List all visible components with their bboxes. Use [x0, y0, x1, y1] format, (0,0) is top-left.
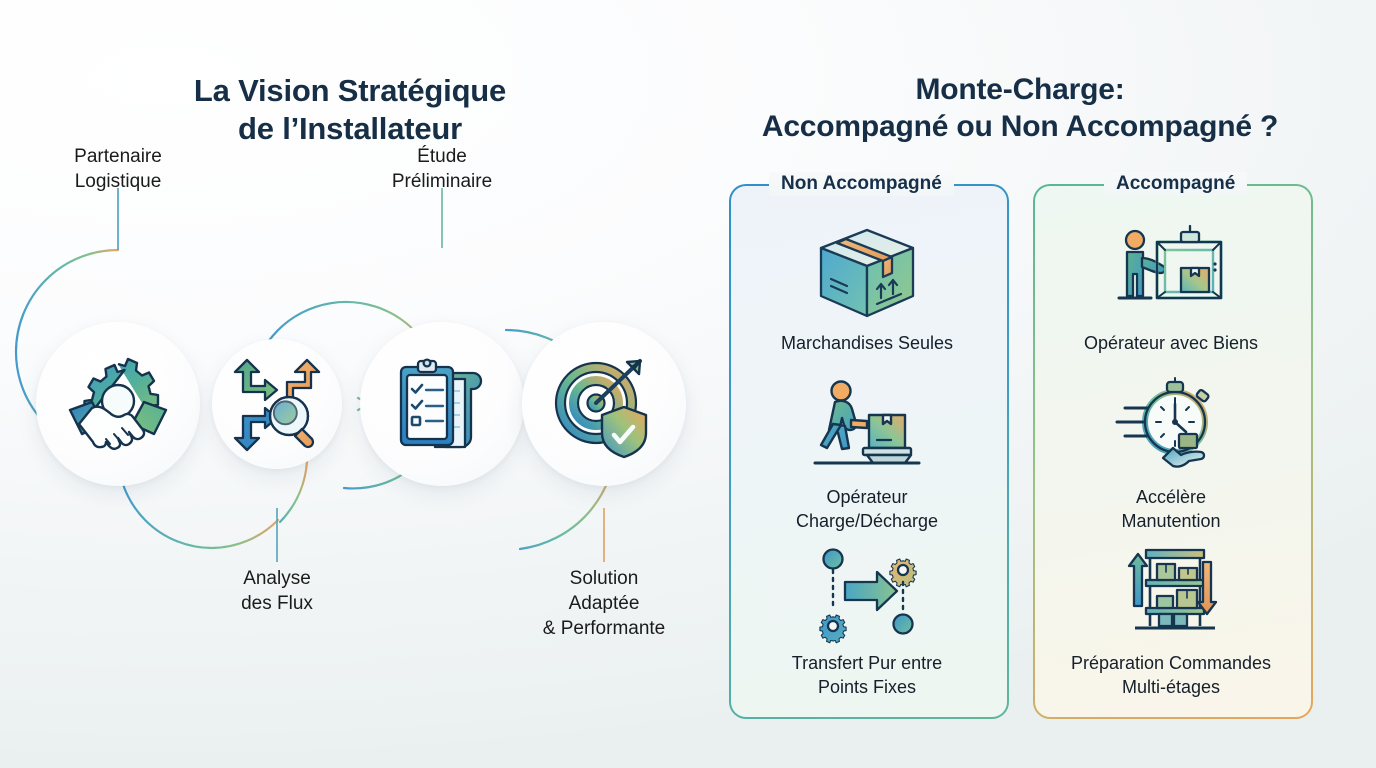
item-accelere-manutention[interactable]: Accélère Manutention: [1033, 376, 1309, 534]
flow-label-step-4-line1: Solution: [569, 568, 639, 589]
item-accelere-manutention-label: Accélère Manutention: [1121, 487, 1221, 531]
right-title-line1: Monte-Charge:: [915, 73, 1125, 106]
left-title-line2: de l’Installateur: [238, 110, 462, 146]
flow-node-etude-preliminaire[interactable]: [360, 322, 524, 486]
item-transfert-pur[interactable]: Transfert Pur entre Points Fixes: [729, 542, 1005, 700]
flow-node-analyse-des-flux[interactable]: [212, 339, 342, 469]
flow-label-step-1-line2: Logistique: [74, 171, 162, 193]
operator-pushing-box-icon: [811, 376, 923, 480]
operator-in-lift-icon: [1113, 222, 1229, 326]
flow-label-step-3-line2: Préliminaire: [391, 171, 493, 193]
right-section-title: Monte-Charge: Accompagné ou Non Accompag…: [700, 72, 1340, 145]
clipboard-blueprint-icon: [387, 351, 497, 457]
flow-label-step-2-line1: Analyse: [243, 568, 311, 589]
flow-label-step-3-line1: Étude: [417, 146, 467, 167]
item-marchandises-seules[interactable]: Marchandises Seules: [729, 222, 1005, 356]
cardboard-box-icon: [813, 222, 921, 326]
arrows-magnifier-icon: [225, 354, 329, 454]
stopwatch-hand-box-icon: [1113, 376, 1229, 480]
panel-accompagne-title: Accompagné: [1104, 172, 1248, 196]
flow-label-step-2: Analyse des Flux: [197, 566, 357, 616]
right-title-line2: Accompagné ou Non Accompagné ?: [761, 109, 1279, 143]
item-operateur-charge-decharge-label: Opérateur Charge/Décharge: [795, 487, 939, 531]
panel-non-accompagne-title: Non Accompagné: [769, 172, 954, 196]
target-shield-icon: [548, 351, 660, 459]
flow-node-partenaire-logistique[interactable]: [36, 322, 200, 486]
process-flow: Partenaire Logistique Analyse des Flux É…: [0, 146, 710, 641]
item-preparation-commandes[interactable]: Préparation Commandes Multi-étages: [1033, 542, 1309, 700]
flow-label-step-4: Solution Adaptée & Performante: [509, 566, 699, 641]
item-operateur-avec-biens[interactable]: Opérateur avec Biens: [1033, 222, 1309, 356]
item-operateur-charge-decharge[interactable]: Opérateur Charge/Décharge: [729, 376, 1005, 534]
flow-label-step-4-line3: & Performante: [542, 618, 666, 640]
flow-label-step-2-line2: des Flux: [241, 593, 313, 615]
flow-label-step-3: Étude Préliminaire: [362, 144, 522, 194]
flow-node-solution-adaptee[interactable]: [522, 322, 686, 486]
item-marchandises-seules-label: Marchandises Seules: [780, 333, 954, 353]
handshake-gear-icon: [62, 352, 174, 456]
multilevel-racking-arrows-icon: [1113, 542, 1229, 646]
flow-label-step-4-line2: Adaptée: [568, 593, 640, 615]
item-transfert-pur-label: Transfert Pur entre Points Fixes: [791, 653, 943, 697]
left-section-title: La Vision Stratégique de l’Installateur: [90, 72, 610, 148]
item-preparation-commandes-label: Préparation Commandes Multi-étages: [1070, 653, 1272, 697]
gears-transfer-arrow-icon: [811, 542, 923, 646]
left-title-line1: La Vision Stratégique: [193, 73, 507, 108]
flow-label-step-1: Partenaire Logistique: [38, 144, 198, 194]
item-operateur-avec-biens-label: Opérateur avec Biens: [1083, 333, 1259, 353]
flow-label-step-1-line1: Partenaire: [74, 146, 162, 167]
